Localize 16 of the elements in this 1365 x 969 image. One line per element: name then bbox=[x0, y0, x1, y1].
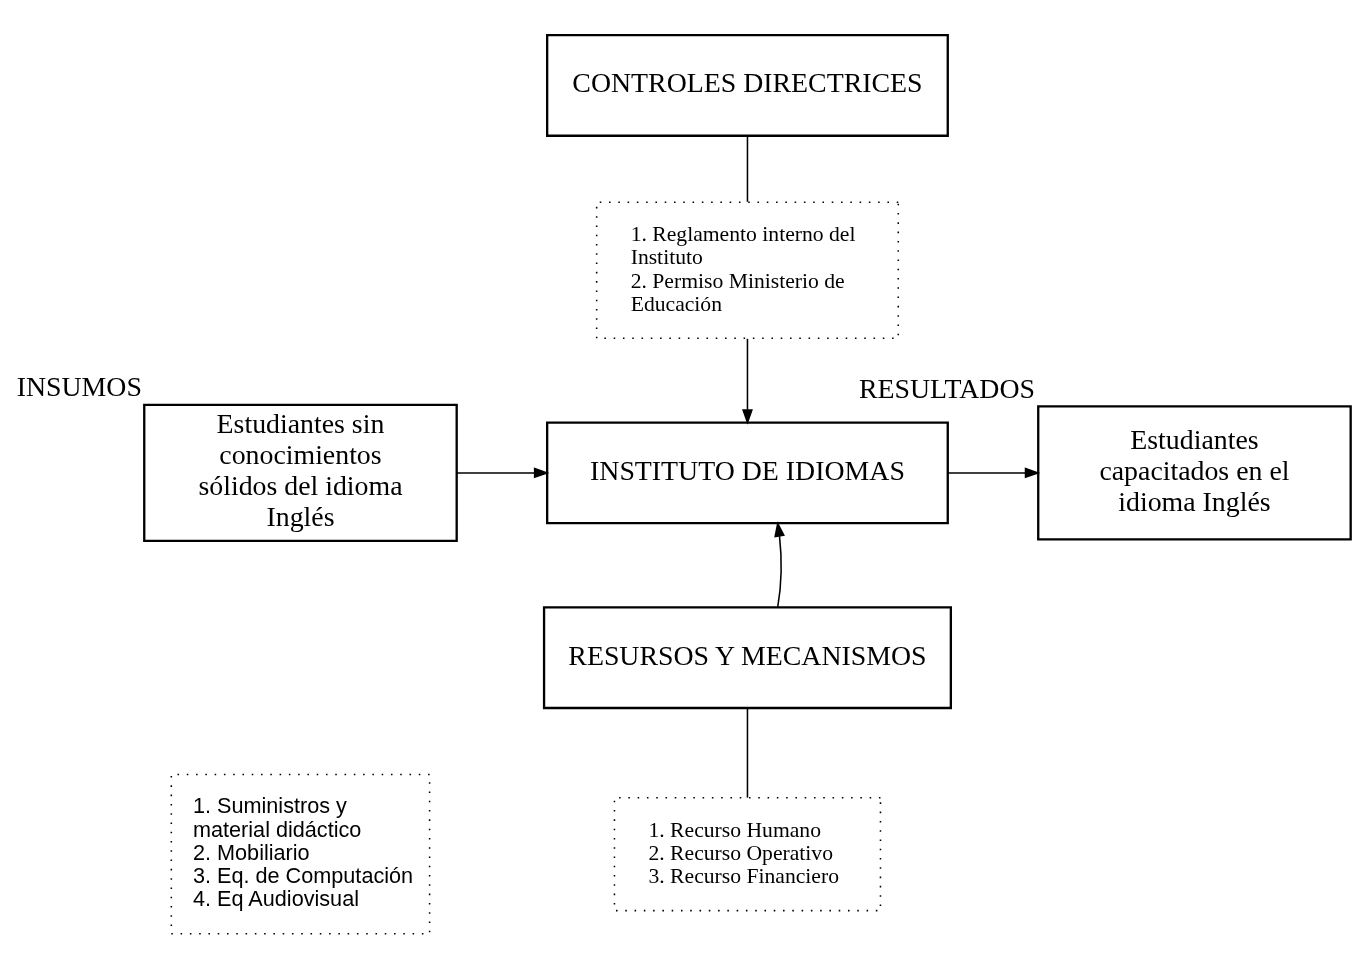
connector bbox=[746, 707, 749, 799]
connector bbox=[746, 135, 749, 203]
arrow bbox=[742, 338, 753, 425]
node-box: CONTROLES DIRECTRICES bbox=[546, 34, 949, 137]
node-box: 1. Recurso Humano 2. Recurso Operativo 3. Recurso Financiero bbox=[613, 796, 882, 912]
arrow bbox=[455, 467, 550, 479]
node-box: Estudiantes capacitados en el idioma Inglés bbox=[1037, 405, 1352, 541]
node-label: RESULTADOS bbox=[858, 372, 1036, 404]
arrow bbox=[947, 467, 1041, 479]
arrow bbox=[774, 521, 785, 608]
node-box: 1. Suministros y material didáctico 2. Mobiliario 3. Eq. de Computación 4. Eq Audiovisual bbox=[170, 773, 431, 935]
node-box: RESURSOS Y MECANISMOS bbox=[542, 606, 952, 710]
node-box: INSTITUTO DE IDIOMAS bbox=[546, 421, 949, 525]
node-label: INSUMOS bbox=[16, 371, 142, 403]
node-box: 1. Reglamento interno del Instituto 2. Permiso Ministerio de Educación bbox=[595, 201, 900, 340]
node-box: Estudiantes sin conocimientos sólidos del idioma Inglés bbox=[143, 403, 458, 543]
